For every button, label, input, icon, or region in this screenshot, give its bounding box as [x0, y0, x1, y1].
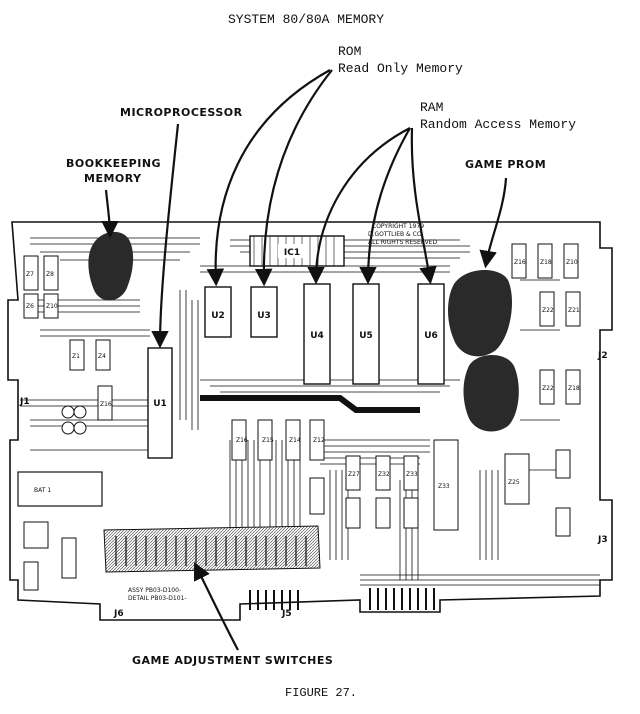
svg-text:Z16: Z16 [236, 437, 248, 444]
arrow-game-prom [479, 177, 508, 269]
connector-labels: J1 J2 J3 J5 J6 [19, 351, 608, 619]
svg-text:Z15: Z15 [262, 437, 274, 444]
connector-j3: J3 [597, 535, 608, 545]
svg-text:Z22: Z22 [542, 307, 554, 314]
copyright-line3: ALL RIGHTS RESERVED [368, 239, 437, 246]
svg-text:Z22: Z22 [542, 385, 554, 392]
copyright-line1: COPYRIGHT 1979 [372, 223, 424, 230]
svg-text:Z8: Z8 [46, 271, 54, 278]
arrow-ram-u4 [307, 127, 411, 285]
chip-label-u2: U2 [211, 311, 225, 321]
connector-j5: J5 [281, 609, 292, 619]
edge-connector [249, 588, 435, 610]
battery [17, 471, 103, 507]
chip-label-u1: U1 [153, 399, 167, 409]
rom-label: ROM [338, 44, 362, 59]
game-prom-chip-1 [448, 269, 512, 357]
arrow-switches [194, 562, 239, 651]
copyright-block: COPYRIGHT 1979 D.GOTTLIEB & CO. ALL RIGH… [368, 223, 437, 246]
arrow-microprocessor-u1 [151, 123, 180, 349]
chip-u1: U1 [147, 347, 173, 459]
svg-text:Z7: Z7 [26, 271, 34, 278]
callout-arrows [101, 69, 508, 651]
chip-label-u6: U6 [424, 331, 438, 341]
switch-toggles [115, 536, 307, 566]
svg-text:Z33: Z33 [406, 471, 418, 478]
ram-full-label: Random Access Memory [420, 117, 577, 132]
svg-text:Z21: Z21 [568, 307, 580, 314]
svg-text:Z10: Z10 [566, 259, 578, 266]
assy-text: ASSY PB03-D100- [128, 587, 181, 594]
battery-label: BAT 1 [34, 487, 51, 494]
arrow-rom-u3 [254, 69, 333, 287]
small-chips [23, 243, 581, 591]
switches-label: GAME ADJUSTMENT SWITCHES [132, 654, 334, 667]
chip-label-ic1: IC1 [284, 248, 300, 258]
arrow-bookkeeping [101, 189, 119, 239]
connector-j2: J2 [597, 351, 608, 361]
svg-text:Z16: Z16 [100, 401, 112, 408]
svg-text:Z16: Z16 [514, 259, 526, 266]
board-outline [7, 221, 613, 621]
svg-text:Z1: Z1 [72, 353, 80, 360]
ground-bus [200, 395, 420, 413]
connector-j1: J1 [19, 397, 30, 407]
chip-label-u5: U5 [359, 331, 373, 341]
chip-u2: U2 [204, 286, 232, 338]
chip-u6: U6 [417, 283, 445, 385]
connector-j6: J6 [113, 609, 124, 619]
microprocessor-label: MICROPROCESSOR [120, 106, 243, 119]
figure-title: SYSTEM 80/80A MEMORY [228, 12, 385, 27]
svg-text:Z12: Z12 [313, 437, 325, 444]
game-prom-chip-2 [463, 354, 519, 432]
arrow-rom-u2 [206, 69, 331, 287]
svg-text:Z25: Z25 [508, 479, 520, 486]
rom-full-label: Read Only Memory [338, 61, 463, 76]
copyright-line2: D.GOTTLIEB & CO. [368, 231, 423, 238]
svg-text:Z14: Z14 [289, 437, 301, 444]
arrow-ram-u6 [410, 127, 437, 285]
game-prom-label: GAME PROM [465, 158, 547, 171]
chip-label-u4: U4 [310, 331, 324, 341]
svg-text:Z27: Z27 [348, 471, 360, 478]
svg-text:Z4: Z4 [98, 353, 106, 360]
ram-label: RAM [420, 100, 444, 115]
chip-u3: U3 [250, 286, 278, 338]
svg-text:Z18: Z18 [540, 259, 552, 266]
bookkeeping-memory-chip [88, 231, 134, 301]
bookkeeping-label-line1: BOOKKEEPING [66, 157, 162, 170]
svg-text:Z32: Z32 [378, 471, 390, 478]
figure-caption: FIGURE 27. [285, 686, 358, 700]
svg-text:Z18: Z18 [568, 385, 580, 392]
arrow-ram-u5 [359, 127, 411, 285]
chip-u4: U4 [303, 283, 331, 385]
bookkeeping-label-line2: MEMORY [84, 172, 142, 185]
detail-text: DETAIL PB03-D101- [128, 595, 187, 602]
chip-label-u3: U3 [257, 311, 271, 321]
svg-text:Z10: Z10 [46, 303, 58, 310]
chip-u5: U5 [352, 283, 380, 385]
svg-text:Z6: Z6 [26, 303, 34, 310]
svg-text:Z33: Z33 [438, 483, 450, 490]
